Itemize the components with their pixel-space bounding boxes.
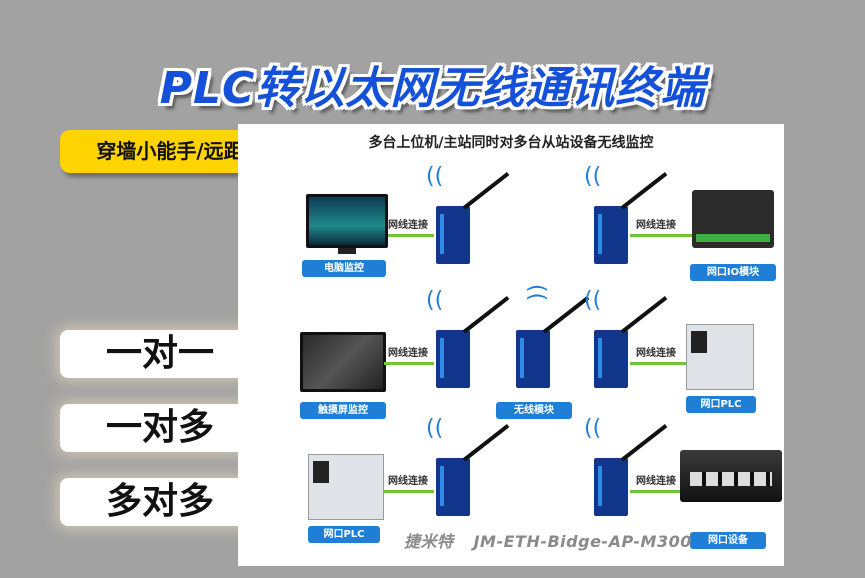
wire-label: 网线连接 xyxy=(388,476,428,487)
wire-label: 网线连接 xyxy=(388,348,428,359)
antenna-icon xyxy=(462,295,510,334)
wire-label: 网线连接 xyxy=(388,220,428,231)
wireless-terminal-icon xyxy=(436,206,470,264)
wire-label: 网线连接 xyxy=(636,348,676,359)
watermark-brand: 捷米特 xyxy=(404,532,454,551)
wire xyxy=(630,234,692,237)
network-diagram: 多台上位机/主站同时对多台从站设备无线监控 电脑监控 网线连接 (( (( 网线… xyxy=(238,124,784,566)
antenna-icon xyxy=(620,171,668,210)
label-wireless-module: 无线模块 xyxy=(496,402,572,419)
touchscreen-icon xyxy=(300,332,386,392)
mode-one-to-one: 一对一 xyxy=(60,330,260,378)
wire xyxy=(388,234,434,237)
mode-many-to-many: 多对多 xyxy=(60,478,260,526)
label-plc-right: 网口PLC xyxy=(686,396,756,413)
wifi-signal-icon: (( xyxy=(426,288,444,313)
label-computer: 电脑监控 xyxy=(302,260,386,277)
wireless-terminal-icon xyxy=(436,458,470,516)
watermark: 捷米特 JM-ETH-Bidge-AP-M300 xyxy=(404,528,692,552)
wire xyxy=(630,490,688,493)
wifi-signal-icon: (( xyxy=(524,283,550,302)
diagram-subtitle: 多台上位机/主站同时对多台从站设备无线监控 xyxy=(368,135,654,151)
label-plc-left: 网口PLC xyxy=(308,526,380,543)
antenna-icon xyxy=(462,423,510,462)
page-title: PLC转以太网无线通讯终端 xyxy=(159,63,706,114)
wire xyxy=(630,362,686,365)
antenna-icon xyxy=(542,295,590,334)
antenna-icon xyxy=(462,171,510,210)
wifi-signal-icon: (( xyxy=(584,288,602,313)
wire-label: 网线连接 xyxy=(636,476,676,487)
watermark-model: JM-ETH-Bidge-AP-M300 xyxy=(473,532,692,551)
network-switch-icon xyxy=(680,450,782,502)
wifi-signal-icon: (( xyxy=(426,164,444,189)
plc-icon xyxy=(686,324,754,390)
wireless-terminal-icon xyxy=(594,458,628,516)
wire xyxy=(384,490,434,493)
wifi-signal-icon: (( xyxy=(426,416,444,441)
wire xyxy=(384,362,434,365)
wifi-signal-icon: (( xyxy=(584,164,602,189)
label-touchscreen: 触摸屏监控 xyxy=(300,402,386,419)
wireless-terminal-icon xyxy=(594,206,628,264)
label-net-device: 网口设备 xyxy=(690,532,766,549)
wireless-terminal-icon xyxy=(594,330,628,388)
antenna-icon xyxy=(620,423,668,462)
wifi-signal-icon: (( xyxy=(584,416,602,441)
wireless-terminal-icon xyxy=(436,330,470,388)
computer-monitor-icon xyxy=(306,194,388,248)
plc-icon xyxy=(308,454,384,520)
label-io-module: 网口IO模块 xyxy=(690,264,776,281)
monitor-stand-icon xyxy=(338,248,356,254)
antenna-icon xyxy=(620,295,668,334)
wireless-module-icon xyxy=(516,330,550,388)
io-module-icon xyxy=(692,190,774,248)
mode-one-to-many: 一对多 xyxy=(60,404,260,452)
wire-label: 网线连接 xyxy=(636,220,676,231)
